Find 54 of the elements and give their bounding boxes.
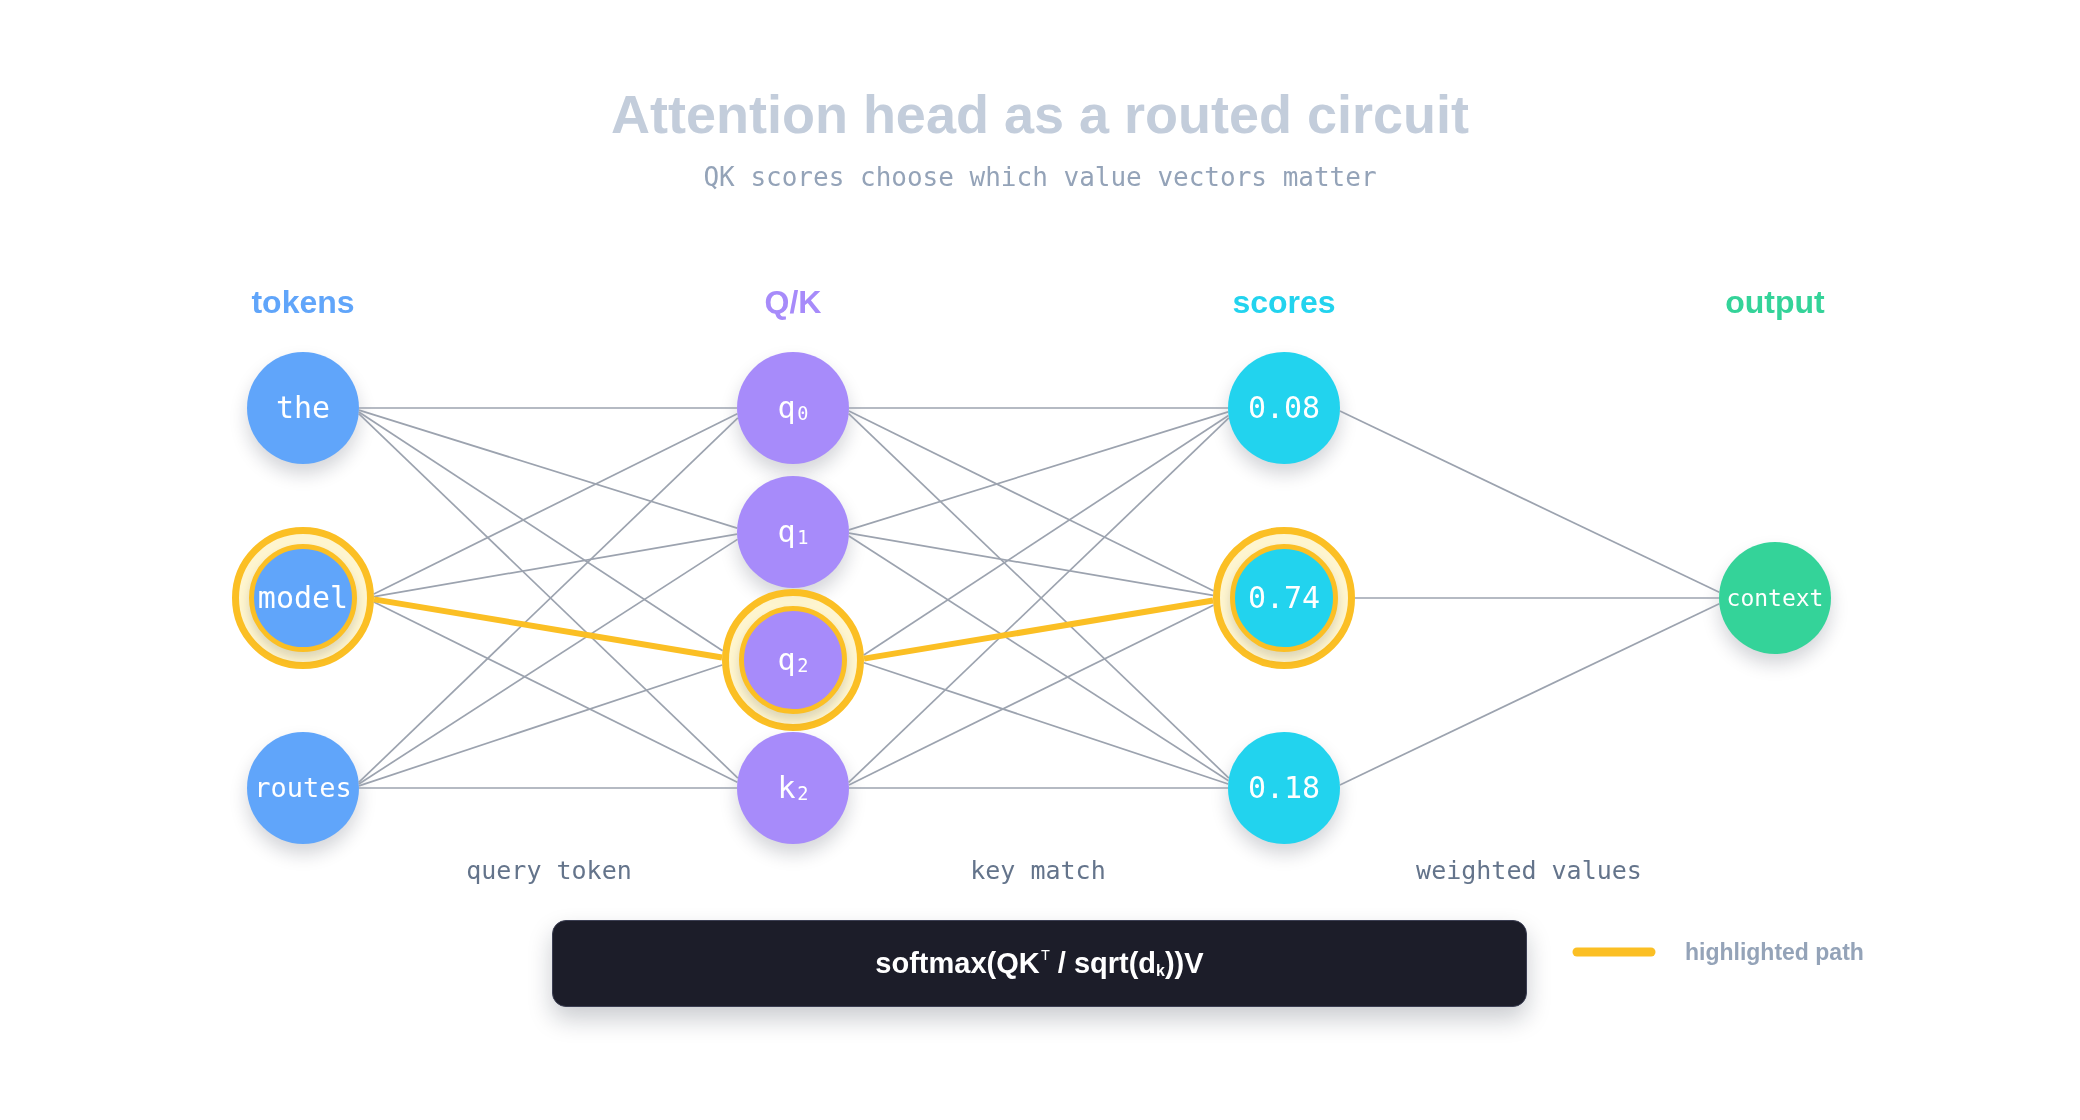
column-header: scores	[1232, 282, 1336, 322]
output-label: context	[1726, 584, 1824, 612]
score-value: 0.08	[1247, 390, 1321, 426]
connector-line	[848, 410, 1229, 531]
vector-label: q$_{0}$	[777, 390, 809, 426]
score-value: 0.74	[1247, 580, 1321, 616]
stage-label: weighted values	[1416, 856, 1642, 886]
vector-circle	[737, 352, 849, 464]
formula-text: softmax(QK$^{T}$ / sqrt(d$_{k}$))V	[875, 946, 1204, 981]
connector-line	[862, 414, 1230, 656]
subtitle: QK scores choose which value vectors matter	[703, 162, 1377, 194]
connector-line	[373, 601, 739, 783]
vector-circle	[737, 732, 849, 844]
connector-line	[358, 538, 739, 785]
connector-line	[358, 787, 738, 789]
token-label: routes	[254, 772, 352, 804]
vector-label: q$_{1}$	[777, 514, 809, 550]
token-circle	[247, 352, 359, 464]
connector-line	[358, 407, 738, 409]
stage-label: query token	[466, 856, 632, 886]
score-value: 0.18	[1247, 770, 1321, 806]
connector-line	[358, 664, 724, 787]
vector-circle	[737, 476, 849, 588]
connector-line	[358, 409, 738, 529]
score-circle	[1228, 732, 1340, 844]
connector-line	[848, 535, 1230, 782]
output-circle	[1719, 542, 1831, 654]
connector-line	[1339, 410, 1721, 594]
diagram-title: Attention head as a routed circuit	[610, 82, 1470, 146]
column-header: Q/K	[764, 282, 822, 322]
vector-label: k$_{2}$	[777, 770, 809, 806]
connector-line	[848, 604, 1215, 786]
token-label: model	[257, 580, 349, 616]
connector-line	[848, 787, 1229, 789]
connector-line	[358, 411, 724, 652]
legend-label: highlighted path	[1685, 938, 1864, 966]
highlighted-connector	[863, 597, 1214, 662]
connector-line	[863, 661, 1229, 785]
token-label: the	[275, 390, 331, 426]
highlighted-connector	[373, 596, 723, 661]
formula-box	[552, 920, 1527, 1007]
score-circle	[1228, 352, 1340, 464]
stage-label: key match	[970, 856, 1106, 886]
connector-line	[373, 413, 739, 595]
column-header: output	[1725, 282, 1825, 322]
connector-line	[848, 410, 1215, 592]
connector-line	[1339, 602, 1721, 786]
connector-line	[848, 532, 1214, 597]
column-header: tokens	[251, 282, 355, 322]
connector-line	[848, 407, 1229, 409]
token-circle	[247, 732, 359, 844]
connector-line	[1354, 597, 1720, 599]
connector-line	[373, 533, 738, 598]
vector-label: q$_{2}$	[777, 642, 809, 678]
